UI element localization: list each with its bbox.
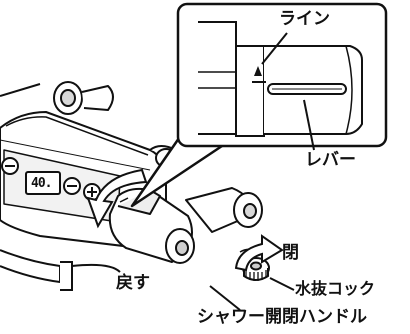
line-marker-icon (254, 66, 262, 76)
rotate-arrow-return (86, 168, 148, 229)
label-drain-cock: 水抜コック (295, 279, 376, 298)
rotate-arrow-close (234, 234, 284, 272)
label-close: 閉 (282, 243, 299, 263)
shower-handle[interactable] (108, 187, 195, 264)
label-return: 戻す (116, 273, 150, 293)
inset-zoom-panel (130, 2, 388, 208)
display-value: 40. (31, 176, 53, 191)
leader-lines (209, 32, 315, 311)
label-lever: レバー (305, 150, 356, 170)
label-line: ライン (279, 9, 330, 29)
right-pipe (149, 145, 263, 233)
left-button[interactable] (1, 157, 19, 175)
minus-button[interactable] (63, 177, 81, 195)
temperature-display (25, 171, 61, 195)
label-shower-handle: シャワー開閉ハンドル (197, 307, 367, 327)
bottom-pipe (60, 261, 121, 291)
